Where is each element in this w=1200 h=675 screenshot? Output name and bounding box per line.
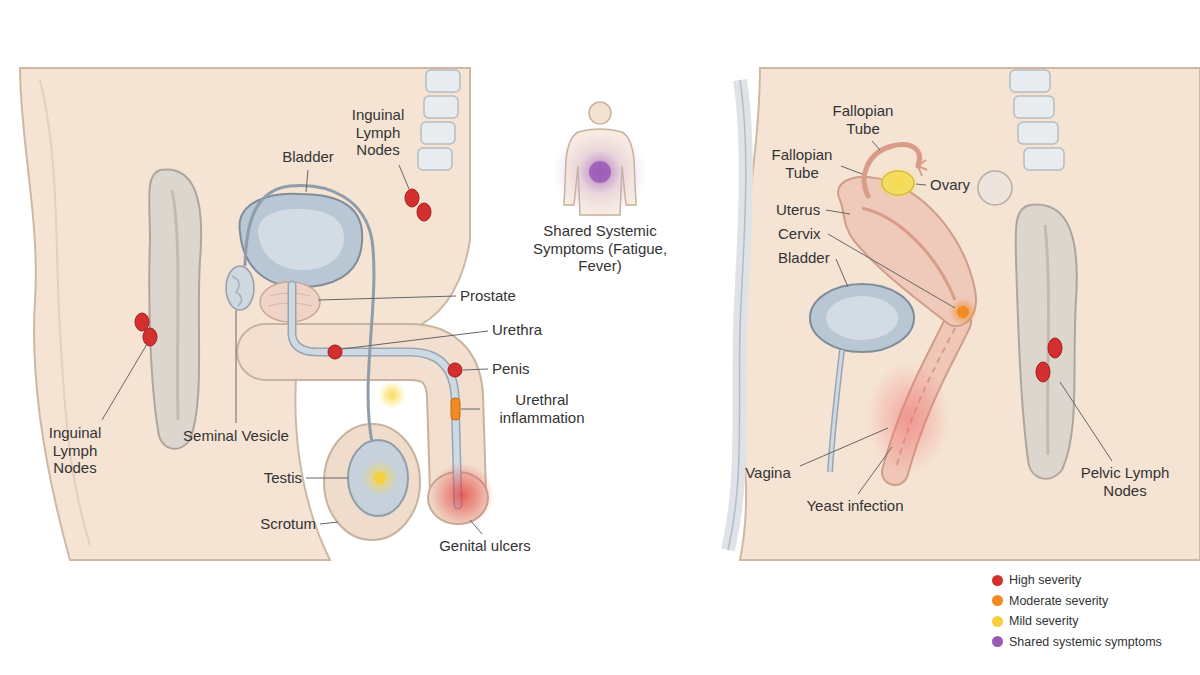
part-label: Uterus (776, 201, 820, 219)
part-label: Shared Systemic Symptoms (Fatigue, Fever… (530, 222, 670, 275)
part-label: Cervix (778, 225, 821, 243)
part-label: Genital ulcers (420, 537, 550, 555)
legend-text: Moderate severity (1009, 594, 1108, 608)
part-label: Penis (492, 360, 530, 378)
part-label: Bladder (778, 249, 830, 267)
part-label: Inguinal Lymph Nodes (345, 106, 411, 159)
part-label: Fallopian Tube (764, 146, 840, 181)
legend-text: Mild severity (1009, 614, 1078, 628)
legend-text: High severity (1009, 573, 1081, 587)
part-label: Scrotum (236, 515, 316, 533)
part-label: Urethra (492, 321, 542, 339)
female-figure (728, 68, 1200, 560)
legend-swatch (992, 616, 1003, 627)
legend-row: Shared systemic symptoms (992, 633, 1162, 651)
part-label: Urethral inflammation (482, 391, 602, 426)
part-label: Seminal Vesicle (176, 427, 296, 445)
legend-row: Moderate severity (992, 592, 1108, 610)
part-label: Fallopian Tube (826, 102, 900, 137)
part-label: Pelvic Lymph Nodes (1075, 464, 1175, 499)
legend-swatch (992, 636, 1003, 647)
legend-row: Mild severity (992, 612, 1078, 630)
legend-swatch (992, 575, 1003, 586)
part-label: Vagina (738, 464, 798, 482)
part-label: Yeast infection (790, 497, 920, 515)
legend-text: Shared systemic symptoms (1009, 635, 1162, 649)
systemic-figure (552, 102, 648, 220)
part-label: Bladder (278, 148, 338, 166)
legend-row: High severity (992, 571, 1081, 589)
part-label: Testis (230, 469, 302, 487)
legend-swatch (992, 595, 1003, 606)
male-figure (20, 68, 494, 560)
part-label: Ovary (930, 176, 970, 194)
part-label: Inguinal Lymph Nodes (40, 424, 110, 477)
part-label: Prostate (460, 287, 516, 305)
